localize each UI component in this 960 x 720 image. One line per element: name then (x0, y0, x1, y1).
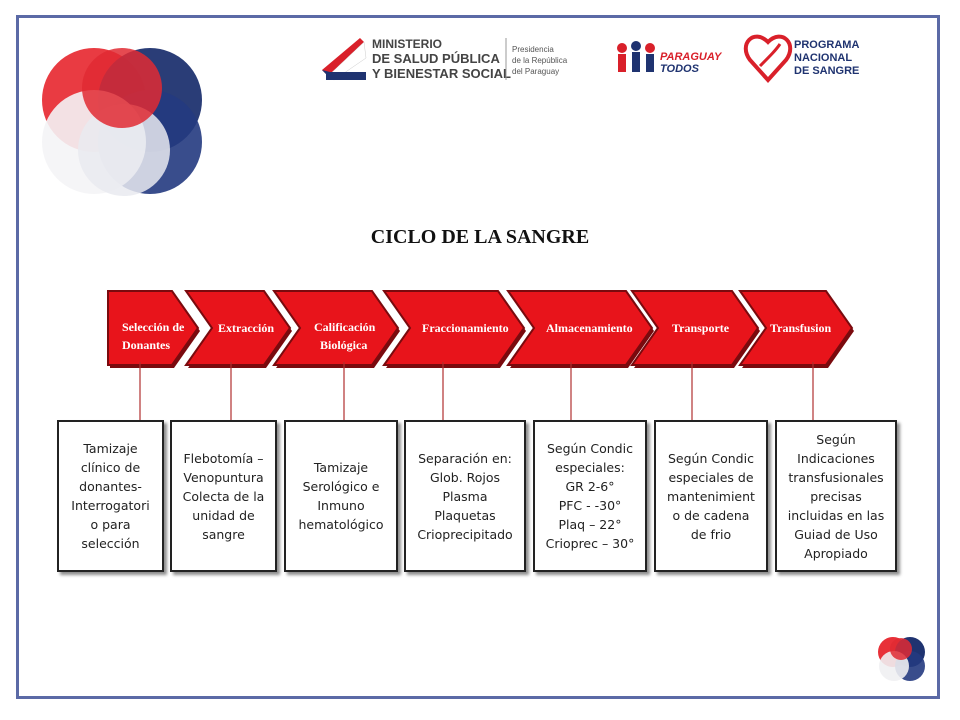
step-description-box: Según Condic especiales de mantenimient … (654, 420, 768, 572)
step-label: Selección de (122, 320, 185, 334)
step-description-box: Separación en: Glob. Rojos Plasma Plaque… (404, 420, 526, 572)
step-description-box: Según Condic especiales: GR 2-6° PFC - -… (533, 420, 647, 572)
step-label: Donantes (122, 338, 170, 352)
step-label: Calificación (314, 320, 376, 334)
step-description-box: Tamizaje clínico de donantes- Interrogat… (57, 420, 164, 572)
step-label: Transfusion (770, 321, 831, 335)
step-description-box: Tamizaje Serológico e Inmuno hematológic… (284, 420, 398, 572)
step-description-box: Flebotomía – Venopuntura Colecta de la u… (170, 420, 277, 572)
step-description-box: Según Indicaciones transfusionales preci… (775, 420, 897, 572)
step-label: Almacenamiento (546, 321, 633, 335)
step-label: Fraccionamiento (422, 321, 509, 335)
step-label: Biológica (320, 338, 367, 352)
step-label: Extracción (218, 321, 274, 335)
step-label: Transporte (672, 321, 730, 335)
